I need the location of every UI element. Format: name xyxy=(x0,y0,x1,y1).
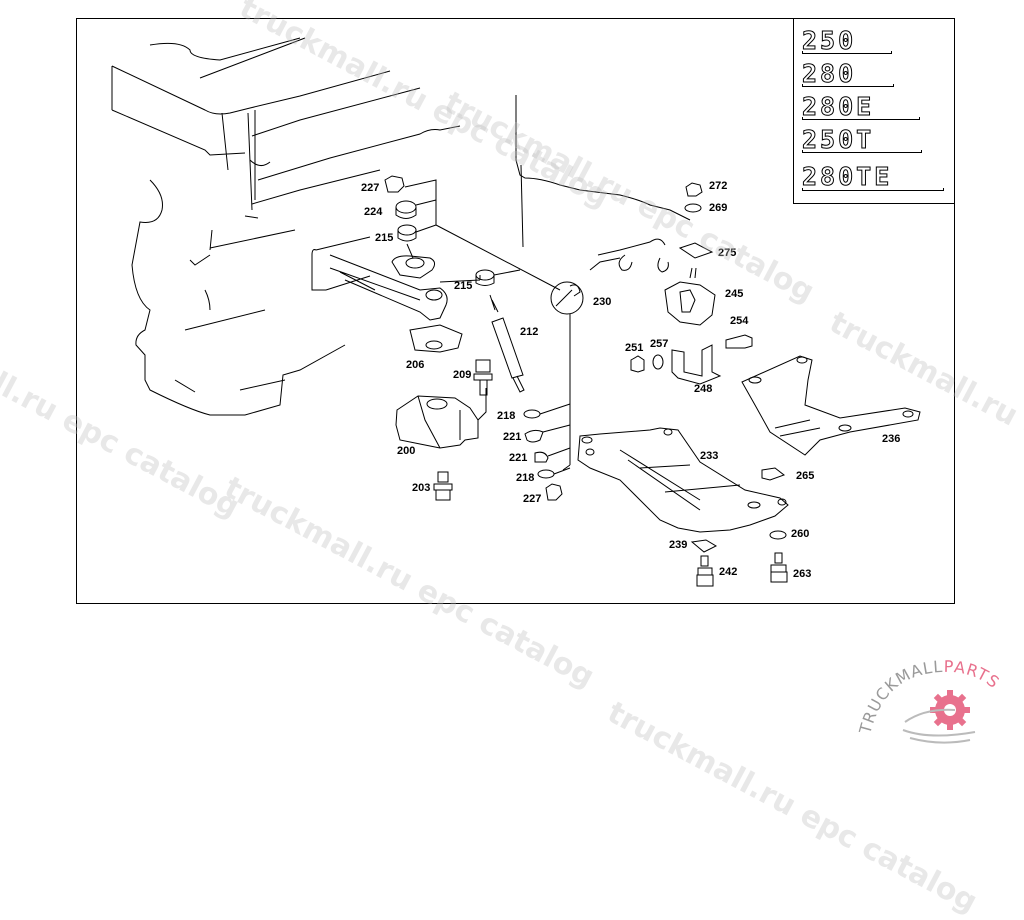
callout-203[interactable]: 203 xyxy=(412,482,431,494)
badge-underline xyxy=(802,117,920,120)
callout-254[interactable]: 254 xyxy=(730,315,749,327)
callout-212[interactable]: 212 xyxy=(520,326,539,338)
callout-275[interactable]: 275 xyxy=(718,247,737,259)
callout-260[interactable]: 260 xyxy=(791,528,810,540)
callout-215[interactable]: 215 xyxy=(454,280,473,292)
model-badge-280: 280 xyxy=(801,59,857,88)
callout-263[interactable]: 263 xyxy=(793,568,812,580)
callout-233[interactable]: 233 xyxy=(700,450,719,462)
badge-underline xyxy=(802,51,892,54)
engine-block xyxy=(111,37,691,416)
diagram-frame xyxy=(76,18,955,604)
callout-251[interactable]: 251 xyxy=(625,342,644,354)
callout-227[interactable]: 227 xyxy=(361,182,380,194)
badge-underline xyxy=(802,84,894,87)
callout-215[interactable]: 215 xyxy=(375,232,394,244)
callout-224[interactable]: 224 xyxy=(364,206,383,218)
parts-drawing xyxy=(111,37,921,587)
callout-239[interactable]: 239 xyxy=(669,539,688,551)
model-badge-280te: 280TE xyxy=(801,162,893,191)
model-badge-250t: 250T xyxy=(801,125,875,154)
truckmall-parts-logo: TRUCKMALLPARTS xyxy=(855,657,1003,744)
mount-arm xyxy=(329,254,481,321)
swoosh-lines xyxy=(902,708,976,744)
logo-text-parts: PARTS xyxy=(944,657,1004,692)
engine-mount-200 xyxy=(395,324,493,501)
callout-230[interactable]: 230 xyxy=(593,296,612,308)
upper-stack xyxy=(384,175,521,286)
callout-272[interactable]: 272 xyxy=(709,180,728,192)
callout-248[interactable]: 248 xyxy=(694,383,713,395)
shock-absorber xyxy=(489,294,525,393)
callout-206[interactable]: 206 xyxy=(406,359,425,371)
callout-209[interactable]: 209 xyxy=(453,369,472,381)
callout-227[interactable]: 227 xyxy=(523,493,542,505)
callout-236[interactable]: 236 xyxy=(882,433,901,445)
logo-text-truckmall: TRUCKMALL xyxy=(855,657,944,737)
callout-269[interactable]: 269 xyxy=(709,202,728,214)
model-badge-280e: 280E xyxy=(801,92,875,121)
model-badge-panel: 250 280 280E 250T 280TE xyxy=(793,18,955,204)
callout-245[interactable]: 245 xyxy=(725,288,744,300)
callout-242[interactable]: 242 xyxy=(719,566,738,578)
callout-218[interactable]: 218 xyxy=(516,472,535,484)
model-badge-250: 250 xyxy=(801,26,857,55)
callout-218[interactable]: 218 xyxy=(497,410,516,422)
badge-underline xyxy=(802,150,922,153)
lower-stack xyxy=(523,403,571,501)
callout-221[interactable]: 221 xyxy=(503,431,522,443)
transmission-mount-parts xyxy=(630,182,753,385)
callout-265[interactable]: 265 xyxy=(796,470,815,482)
logo-text: TRUCKMALLPARTS xyxy=(855,657,1003,737)
wrench-symbol xyxy=(550,281,584,471)
callout-221[interactable]: 221 xyxy=(509,452,528,464)
callout-257[interactable]: 257 xyxy=(650,338,669,350)
crossmember-233 xyxy=(577,427,789,587)
badge-underline xyxy=(802,188,944,191)
callout-200[interactable]: 200 xyxy=(397,445,416,457)
crossmember-236 xyxy=(741,355,921,456)
